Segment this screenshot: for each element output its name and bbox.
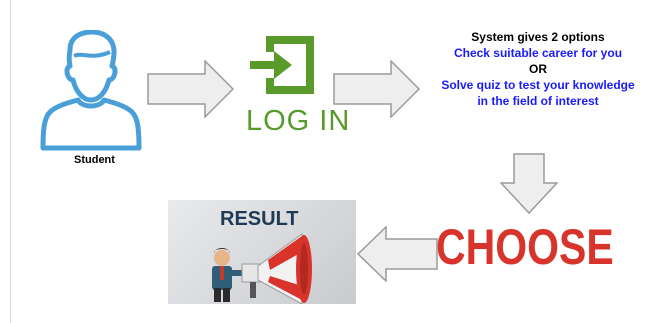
option-quiz-line1: Solve quiz to test your knowledge [441,78,635,92]
arrow-down-icon [500,153,558,215]
login-icon [250,36,314,94]
arrow-right-icon [333,60,421,118]
options-text-block: System gives 2 options Check suitable ca… [420,29,655,109]
left-divider [10,0,11,323]
login-label: LOG IN [246,105,351,137]
result-image: RESULT [168,200,356,304]
user-icon [40,30,142,151]
options-title: System gives 2 options [471,30,605,44]
megaphone-icon [212,233,312,304]
option-quiz-line2: in the field of interest [477,94,599,108]
option-career: Check suitable career for you [453,46,623,60]
arrow-right-icon [147,60,235,118]
options-or: OR [529,62,547,76]
student-label: Student [74,154,115,166]
result-label: RESULT [220,208,299,230]
arrow-left-icon [356,226,438,282]
choose-label: CHOOSE [436,219,614,275]
